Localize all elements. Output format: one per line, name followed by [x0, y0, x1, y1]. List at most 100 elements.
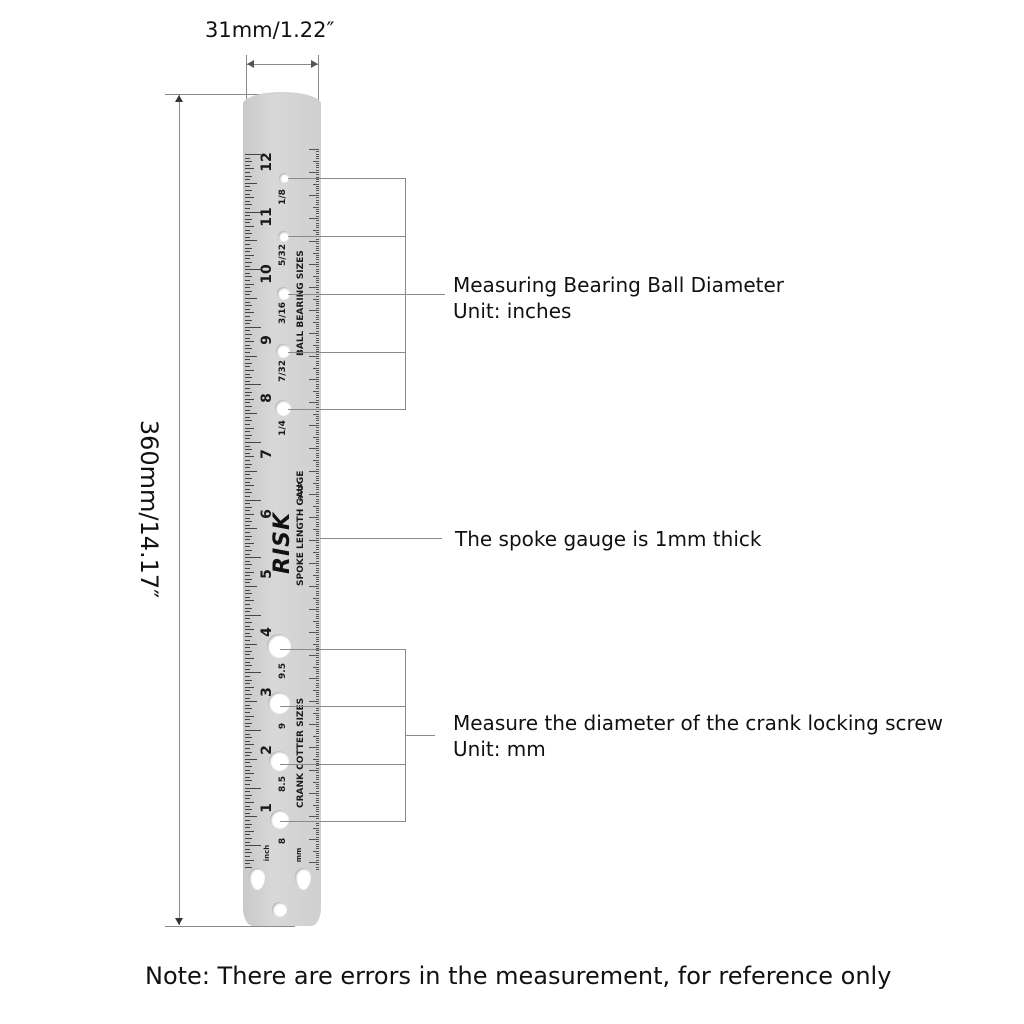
mm-tick [316, 319, 319, 321]
inch-tick [245, 233, 252, 235]
inch-tick [245, 517, 250, 519]
mm-tick [316, 415, 319, 417]
ball-size-label: 1/8 [278, 189, 288, 205]
mm-tick [316, 498, 319, 500]
mm-tick [316, 270, 319, 272]
inch-tick [245, 330, 250, 332]
mm-tick [309, 402, 319, 403]
mm-tick [316, 190, 319, 192]
ball-size-label: 7/32 [278, 359, 288, 383]
inch-tick [245, 337, 250, 339]
mm-tick [309, 540, 319, 541]
mm-tick [316, 330, 319, 332]
mm-tick [316, 694, 319, 696]
mm-tick [316, 484, 319, 486]
mm-tick [316, 611, 319, 613]
inch-tick [245, 395, 250, 397]
inch-tick [245, 341, 254, 343]
inch-tick [245, 668, 250, 670]
inch-tick [245, 197, 254, 199]
inch-tick [245, 820, 250, 821]
mm-tick [313, 666, 319, 668]
mm-tick [316, 162, 319, 164]
mm-tick [316, 480, 319, 482]
mm-tick [316, 372, 319, 374]
mm-tick [316, 441, 319, 443]
mm-tick [313, 597, 319, 599]
mm-tick [309, 862, 319, 863]
inch-tick [245, 679, 252, 681]
mm-tick [316, 211, 319, 213]
inch-tick [245, 172, 250, 173]
inch-tick [245, 481, 250, 483]
inch-tick [245, 391, 252, 393]
mm-tick [316, 358, 319, 360]
model-number: RL237 [298, 482, 304, 500]
mm-tick [316, 776, 319, 778]
ball-hole-1-4 [275, 400, 291, 416]
mm-tick [316, 339, 319, 341]
inch-tick [245, 478, 252, 479]
mm-tick [316, 201, 319, 203]
mount-hole-bottom [272, 902, 287, 917]
crank-size-label: 8.5 [278, 776, 288, 792]
inch-tick [245, 604, 250, 605]
mm-tick [313, 183, 319, 185]
inch-tick [245, 636, 252, 638]
mm-tick [316, 245, 319, 247]
inch-tick [245, 654, 250, 656]
inch-tick [245, 496, 250, 497]
mm-tick [316, 579, 319, 581]
crank-hole-8-5 [269, 751, 289, 771]
mm-tick [316, 454, 319, 456]
mm-tick [309, 448, 319, 449]
mm-tick [316, 664, 319, 666]
mm-tick [316, 613, 319, 615]
inch-tick [245, 179, 250, 181]
mm-tick [313, 275, 319, 277]
mm-tick [309, 172, 319, 173]
mm-tick [316, 155, 319, 157]
crank-size-label: 9 [278, 722, 288, 730]
inch-tick [245, 514, 254, 515]
mm-tick [316, 733, 319, 735]
mm-tick [316, 406, 319, 408]
mm-tick [316, 848, 319, 850]
inch-tick [245, 740, 250, 742]
mm-tick [316, 314, 319, 316]
mm-tick [309, 471, 319, 472]
inch-tick [245, 726, 250, 728]
mm-tick [309, 747, 319, 748]
inch-tick [245, 744, 254, 746]
mm-tick [313, 459, 319, 461]
mm-tick [316, 638, 319, 640]
bearing-bracket [405, 178, 406, 410]
crank-callout-unit: Unit: mm [453, 737, 546, 761]
ball-bearing-title: BALL BEARING SIZES [296, 250, 306, 356]
crank-size-label: 8 [278, 837, 288, 845]
mm-tick [309, 632, 319, 633]
mm-tick [316, 369, 319, 371]
mm-tick [316, 661, 319, 663]
inch-tick [245, 524, 250, 526]
inch-tick [245, 445, 250, 447]
mm-tick [316, 728, 319, 730]
bearing-leader-3 [288, 294, 445, 295]
inch-tick [245, 535, 252, 537]
inch-tick [245, 730, 261, 731]
inch-tick [245, 848, 250, 850]
mm-tick [316, 615, 319, 617]
ball-hole-7-32 [276, 344, 290, 358]
mm-tick [316, 671, 319, 673]
inch-tick [245, 186, 250, 188]
mm-tick [316, 388, 319, 390]
mm-tick [316, 682, 319, 684]
mm-tick [313, 758, 319, 760]
mm-tick [316, 185, 319, 187]
mm-tick [316, 489, 319, 491]
inch-tick [245, 258, 250, 260]
inch-tick [245, 586, 257, 587]
mm-tick [316, 599, 319, 601]
mm-tick [316, 289, 319, 291]
inch-tick [245, 485, 254, 487]
